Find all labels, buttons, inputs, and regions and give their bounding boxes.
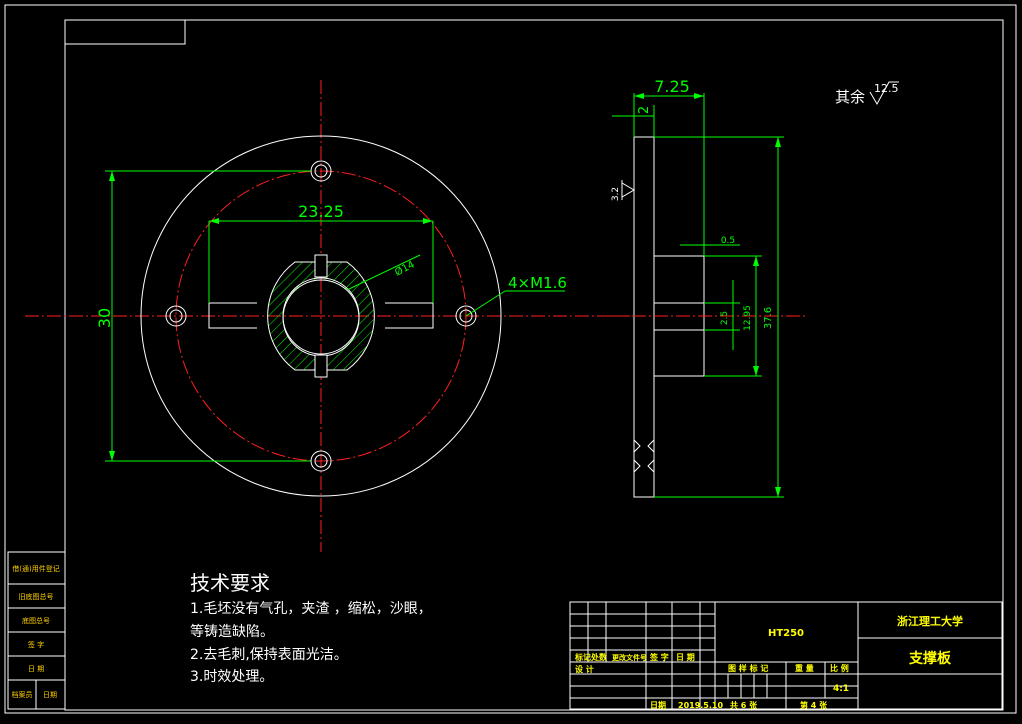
tb-header-count: 处数 bbox=[590, 652, 608, 662]
sidebar-cell-2: 旧底图总号 bbox=[19, 592, 54, 601]
dim-side-1295: 12.95 bbox=[704, 255, 762, 377]
tb-design-label: 设 计 bbox=[575, 664, 594, 674]
dim-width: 23.25 bbox=[208, 202, 434, 303]
dim-side-total-label: 37.6 bbox=[763, 307, 774, 329]
tech-item-2: 等铸造缺陷。 bbox=[190, 623, 274, 640]
slot-outline bbox=[208, 302, 434, 329]
tech-item-3: 2.去毛刺,保持表面光洁。 bbox=[190, 647, 348, 663]
tb-school: 浙江理工大学 bbox=[897, 614, 963, 628]
dim-side-thickness: 7.25 bbox=[633, 77, 705, 256]
dim-width-label: 23.25 bbox=[298, 202, 344, 221]
dim-side-step-label: 2 bbox=[637, 106, 652, 114]
dim-side-1295-label: 12.95 bbox=[743, 305, 753, 331]
tb-weight: 重 量 bbox=[795, 663, 814, 673]
tech-title: 技术要求 bbox=[190, 571, 270, 595]
tb-header-file: 更改文件号 bbox=[612, 653, 647, 662]
dim-holes-label: 4×M1.6 bbox=[508, 274, 567, 292]
break-marks bbox=[633, 439, 655, 473]
sidebar-cell-5: 日 期 bbox=[28, 665, 44, 673]
dim-holes: 4×M1.6 bbox=[465, 274, 567, 317]
tech-requirements: 技术要求 1.毛坯没有气孔，夹渣 ，缩松，沙眼， 等铸造缺陷。 2.去毛刺,保持… bbox=[190, 571, 432, 685]
tb-total-sheets: 共 6 张 bbox=[730, 700, 758, 710]
inner-border bbox=[64, 19, 1004, 711]
dim-side-total: 37.6 bbox=[654, 136, 784, 498]
tech-item-4: 3.时效处理。 bbox=[190, 669, 273, 685]
bolt-holes bbox=[165, 160, 477, 472]
roughness-face-value: 3.2 bbox=[611, 187, 621, 201]
sidebar-cell-3: 底图总号 bbox=[22, 616, 50, 625]
tb-scale-label: 比 例 bbox=[830, 663, 849, 673]
dim-side-thickness-label: 7.25 bbox=[654, 77, 690, 96]
keyway-top bbox=[314, 254, 328, 278]
title-block: 标记 处数 更改文件号 签 字 日 期 设 计 日期 2019.5.10 HT2… bbox=[569, 601, 1003, 710]
roughness-other: 其余 12.5 bbox=[835, 81, 899, 106]
tb-header-mark: 标记 bbox=[574, 652, 591, 662]
tb-sheet-no: 第 4 张 bbox=[800, 700, 828, 710]
sidebar-cell-1: 借(通)用件登记 bbox=[12, 564, 59, 573]
sidebar-archivist: 档案员 bbox=[12, 690, 33, 699]
dim-side-25: 2.5 bbox=[704, 280, 740, 350]
tech-item-1: 1.毛坯没有气孔，夹渣 ，缩松，沙眼， bbox=[190, 601, 432, 617]
corner-code-box bbox=[64, 19, 186, 45]
center-bore-circle bbox=[282, 277, 360, 355]
outer-disk-circle bbox=[140, 135, 502, 497]
tb-stage-mark: 图 样 标 记 bbox=[728, 663, 768, 673]
tb-header-date: 日 期 bbox=[676, 652, 695, 662]
tb-date: 2019.5.10 bbox=[678, 701, 723, 710]
roughness-face: 3.2 bbox=[611, 180, 635, 201]
outer-border bbox=[4, 4, 1017, 714]
sidebar-cell-4: 签 字 bbox=[28, 640, 44, 649]
dim-bore-label: Ø14 bbox=[393, 258, 417, 278]
tb-material: HT250 bbox=[768, 628, 804, 639]
dim-height: 30 bbox=[95, 170, 311, 462]
tb-part-name: 支撑板 bbox=[908, 650, 952, 667]
dim-side-step: 2 bbox=[612, 105, 655, 137]
roughness-other-value: 12.5 bbox=[874, 82, 899, 95]
left-sidebar-table: 借(通)用件登记 旧底图总号 底图总号 签 字 日 期 档案员 日期 bbox=[7, 551, 66, 710]
dim-height-label: 30 bbox=[95, 308, 114, 328]
sidebar-date: 日期 bbox=[43, 691, 57, 699]
front-view: 23.25 30 Ø14 4×M1.6 bbox=[25, 80, 630, 552]
dim-side-05-label: 0.5 bbox=[721, 236, 735, 246]
roughness-other-label: 其余 bbox=[835, 88, 865, 106]
dim-side-25-label: 2.5 bbox=[720, 311, 730, 325]
tb-header-sign: 签 字 bbox=[649, 652, 669, 662]
side-view: 7.25 2 0.5 2.5 12.95 bbox=[610, 77, 805, 498]
dim-side-05: 0.5 bbox=[680, 236, 740, 246]
tb-date-label: 日期 bbox=[650, 700, 666, 710]
tb-scale: 4:1 bbox=[833, 684, 849, 694]
keyway-bottom bbox=[314, 354, 328, 378]
